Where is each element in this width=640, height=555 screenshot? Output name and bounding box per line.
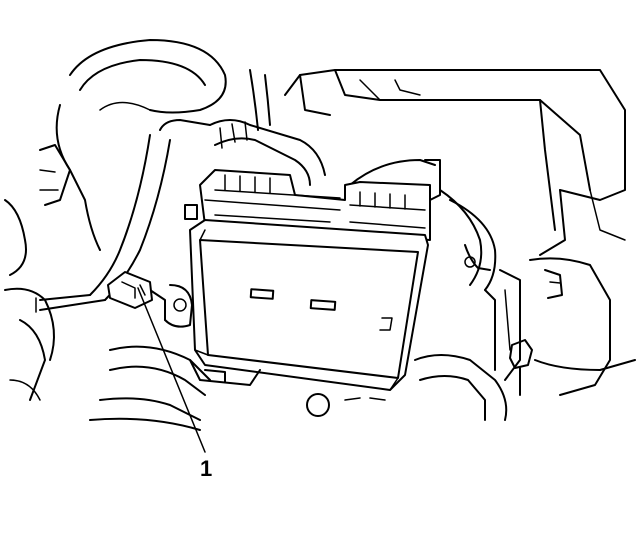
engine-control-module — [189, 219, 429, 391]
upper-right-housing — [284, 69, 626, 256]
sensor-connector — [107, 271, 153, 309]
module-label-slot-left — [249, 288, 275, 300]
lower-right-components — [414, 244, 636, 421]
module-label-slot-right — [309, 299, 337, 311]
lower-area — [89, 359, 386, 431]
callout-leader-line — [137, 287, 206, 453]
mounting-bracket — [109, 284, 211, 396]
callout-label-1: 1 — [200, 456, 212, 481]
